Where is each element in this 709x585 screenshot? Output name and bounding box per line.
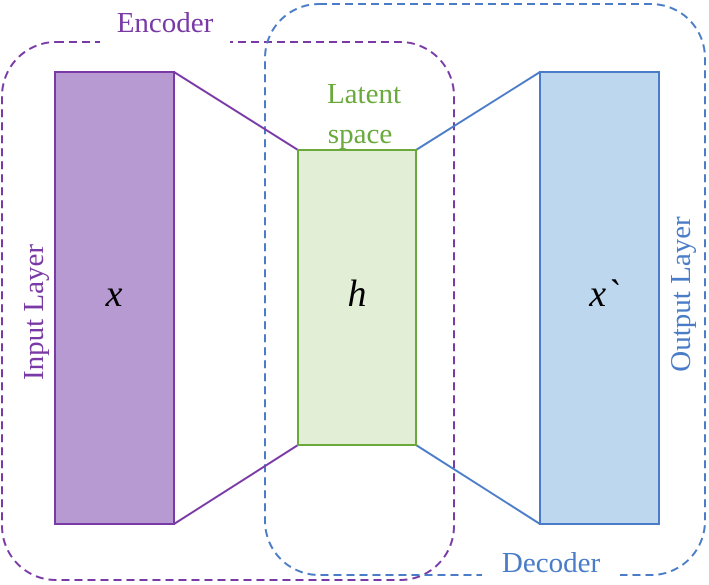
latent-space-label-line2: space bbox=[328, 118, 392, 150]
latent-space-block bbox=[297, 149, 417, 446]
encoder-top-connector bbox=[173, 71, 299, 151]
latent-space-label-line1: Latent bbox=[327, 78, 401, 110]
input-layer-label: Input Layer bbox=[18, 244, 50, 380]
output-layer-block bbox=[539, 71, 660, 525]
decoder-boundary bbox=[264, 3, 706, 576]
encoder-bottom-connector bbox=[173, 444, 299, 525]
decoder-top-connector bbox=[415, 71, 541, 151]
input-layer-block bbox=[54, 71, 175, 525]
encoder-label: Encoder bbox=[117, 7, 214, 39]
decoder-label-backdrop bbox=[482, 542, 620, 580]
output-layer-label-backdrop bbox=[664, 200, 696, 390]
output-symbol: x` bbox=[588, 273, 619, 315]
latent-symbol: h bbox=[348, 273, 367, 315]
input-layer-label-backdrop bbox=[18, 225, 48, 400]
encoder-label-backdrop bbox=[100, 28, 230, 52]
decoder-label: Decoder bbox=[502, 547, 601, 579]
decoder-bottom-connector bbox=[415, 444, 541, 525]
input-symbol: x bbox=[105, 273, 123, 315]
output-layer-label: Output Layer bbox=[665, 216, 697, 372]
